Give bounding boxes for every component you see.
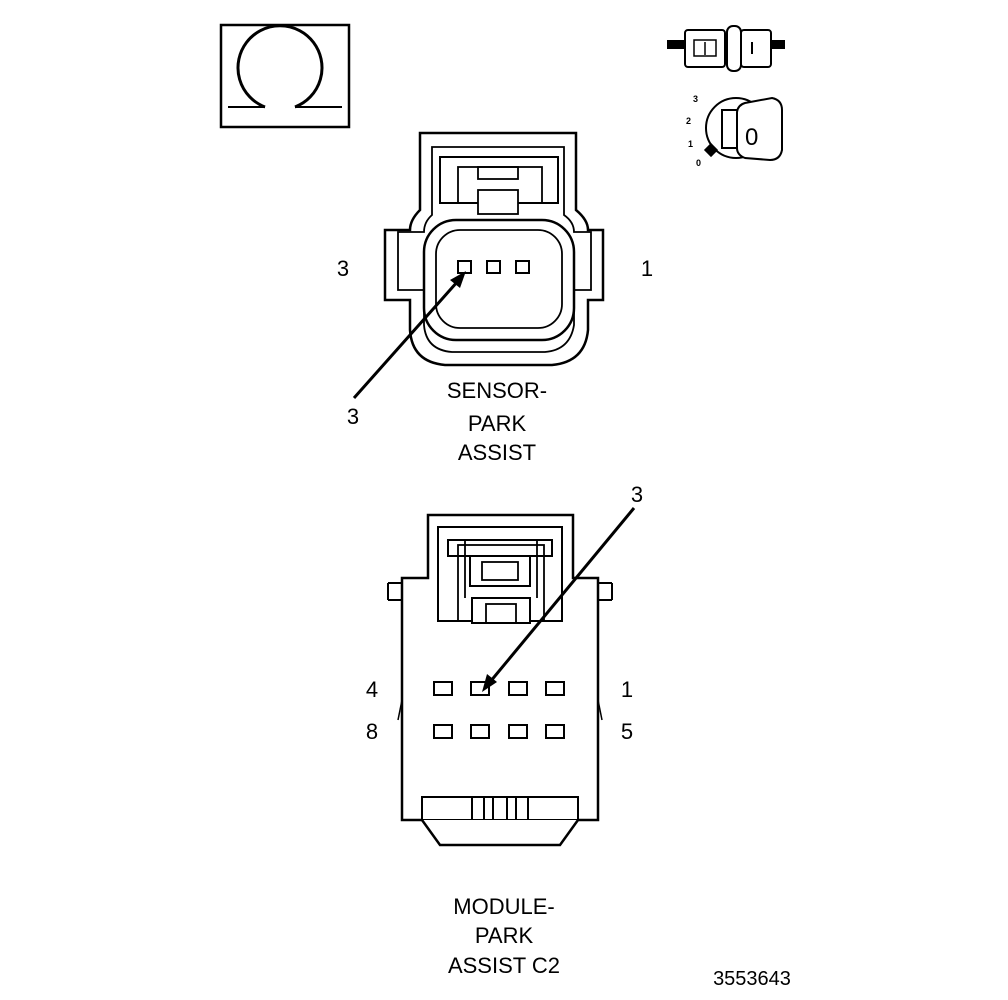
sensor-park-assist-connector (352, 131, 605, 399)
ignition-position-1: 1 (688, 139, 693, 149)
module-row2-right-label: 5 (621, 719, 633, 744)
module-row1-right-label: 1 (621, 677, 633, 702)
ignition-key-icon: 3 2 1 0 0 (686, 94, 783, 168)
module-pin-4 (433, 681, 453, 696)
disconnected-connector-icon (667, 25, 785, 72)
sensor-pointer-label: 3 (347, 404, 359, 429)
figure-number: 3553643 (713, 968, 791, 990)
module-name-line2: PARK (475, 923, 534, 948)
sensor-name-line2: PARK (468, 411, 527, 436)
module-pin-1 (545, 681, 565, 696)
module-park-assist-c2-connector (387, 507, 636, 847)
sensor-pin-2 (486, 260, 501, 274)
module-name-line1: MODULE- (453, 894, 554, 919)
sensor-pointer-arrow (352, 280, 460, 399)
sensor-pin-right-label: 1 (641, 256, 653, 281)
sensor-pin-left-label: 3 (337, 256, 349, 281)
module-pin-6 (508, 724, 528, 739)
module-pin-7 (470, 724, 490, 739)
sensor-name-line1: SENSOR- (447, 378, 547, 403)
module-pointer-label: 3 (631, 482, 643, 507)
sensor-pin-1 (515, 260, 530, 274)
module-row2-left-label: 8 (366, 719, 378, 744)
ignition-position-0: 0 (696, 158, 701, 168)
sensor-pin-3 (457, 260, 472, 274)
module-pointer-arrow (488, 507, 636, 683)
module-pin-5 (545, 724, 565, 739)
sensor-name-line3: ASSIST (458, 440, 536, 465)
ignition-position-2: 2 (686, 116, 691, 126)
module-row1-left-label: 4 (366, 677, 378, 702)
module-name-line3: ASSIST C2 (448, 953, 560, 978)
ignition-key-position: 0 (745, 124, 758, 151)
ohm-symbol-icon (219, 23, 351, 129)
ignition-position-3: 3 (693, 94, 698, 104)
module-pin-2 (508, 681, 528, 696)
module-pin-8 (433, 724, 453, 739)
